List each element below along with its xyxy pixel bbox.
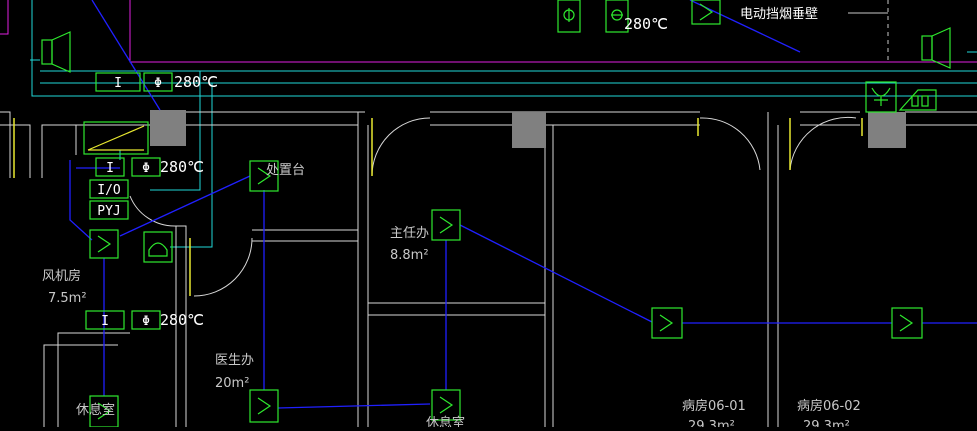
fan-unit [83, 121, 149, 155]
door-arc-3 [699, 117, 761, 171]
wall-v7 [176, 225, 187, 427]
damper-icon [605, 0, 629, 33]
speaker-icon [41, 31, 71, 73]
room-name: 休息室 [76, 402, 115, 418]
damper-i-label: I [114, 76, 122, 91]
temp-label: 280℃ [160, 158, 204, 176]
smoke-detector-icon [249, 160, 279, 192]
room-name: 病房06-01 [682, 398, 746, 414]
io-label: I/O [97, 183, 121, 198]
smoke-detector-icon [89, 229, 119, 259]
room-area: 7.5m² [48, 291, 87, 306]
damper-i-box [95, 157, 125, 177]
smoke-detector-icon [691, 0, 721, 25]
column-2 [512, 112, 546, 148]
speakers [41, 27, 951, 73]
damper-pairs: I Φ 280℃ I Φ 280℃ I Φ 280℃ 280℃ [85, 15, 668, 330]
wiring [69, 0, 977, 409]
damper-icon [557, 0, 581, 33]
pink-line-left [0, 0, 9, 35]
room-name: 病房06-02 [797, 398, 861, 414]
smoke-detectors [89, 0, 923, 428]
fan-diagonal [87, 125, 145, 151]
wire-8 [277, 403, 431, 409]
room-area: 29.3m² [688, 419, 735, 427]
room-name: 主任办 [390, 226, 429, 241]
phone-icon [143, 231, 173, 263]
walls [0, 111, 977, 427]
room-name: 医生办 [215, 353, 254, 368]
damper-phi-box [143, 72, 173, 92]
temp-label: 280℃ [160, 311, 204, 329]
temp-label: 280℃ [174, 73, 218, 91]
io-box [89, 179, 129, 199]
damper-i-label: I [106, 161, 114, 176]
duct-main [31, 0, 977, 97]
smoke-detector-icon [249, 389, 279, 423]
pyj-box [89, 200, 129, 220]
pink-line-top [129, 0, 977, 63]
duct-lines [30, 0, 977, 248]
duct-drop-2 [170, 83, 213, 248]
wire-10 [459, 224, 653, 323]
damper-pair-3: I Φ 280℃ [85, 310, 204, 330]
duct-drop-1 [150, 71, 201, 191]
room-name: 处置台 [266, 163, 305, 178]
dashed-guides [848, 0, 889, 62]
wire-1 [91, 0, 161, 111]
damper-pair-2: I Φ 280℃ [95, 157, 204, 177]
damper-i-box [95, 72, 141, 92]
damper-phi-box [131, 157, 161, 177]
wall-room-a [43, 344, 118, 427]
wall-room-b [57, 332, 130, 427]
phone-symbol [143, 231, 173, 263]
door-arc-4 [789, 116, 857, 171]
wall-left-a [0, 111, 11, 178]
speaker-icon [921, 27, 951, 69]
door-arc-2 [193, 237, 253, 297]
wire-2 [689, 0, 801, 53]
smoke-detector-icon [431, 389, 461, 421]
magenta-lines [0, 0, 977, 63]
wire-3 [69, 160, 93, 241]
room-area: 20m² [215, 376, 249, 391]
temp-label: 280℃ [624, 15, 668, 33]
right-devices [865, 81, 937, 113]
room-name: 风机房 [42, 268, 81, 284]
damper-pair-1: I Φ 280℃ [95, 72, 218, 92]
control-box: I/O PYJ [89, 179, 129, 220]
room-labels: 主任办 8.8m² 医生办 20m² 风机房 7.5m² 处置台 休息室 休息室… [42, 7, 861, 431]
smoke-detector-icon [431, 209, 461, 241]
doors [13, 116, 863, 297]
damper-i-box [85, 310, 125, 330]
column-3 [868, 112, 906, 148]
pyj-label: PYJ [97, 204, 120, 219]
wire-5 [119, 175, 251, 237]
damper-phi-label: Φ [142, 314, 150, 329]
top-dampers [557, 0, 629, 33]
columns [150, 110, 906, 148]
damper-i-label: I [101, 314, 109, 329]
door-arc-1 [371, 117, 431, 177]
room-area: 8.8m² [390, 248, 429, 263]
door-arc-5 [129, 195, 177, 227]
fan-icon [83, 121, 149, 155]
device-note: 电动挡烟垂壁 [740, 7, 818, 22]
wall-a [41, 124, 200, 178]
damper-phi-label: Φ [154, 76, 162, 91]
smoke-detector-icon [651, 307, 683, 339]
room-name: 休息室 [426, 415, 465, 427]
column-1 [150, 110, 186, 146]
damper-phi-box [131, 310, 161, 330]
wall-left-b [0, 124, 31, 178]
smoke-detector-icon [891, 307, 923, 339]
room-area: 29.3m² [803, 419, 850, 427]
horn-icon [865, 81, 897, 113]
damper-phi-label: Φ [142, 161, 150, 176]
